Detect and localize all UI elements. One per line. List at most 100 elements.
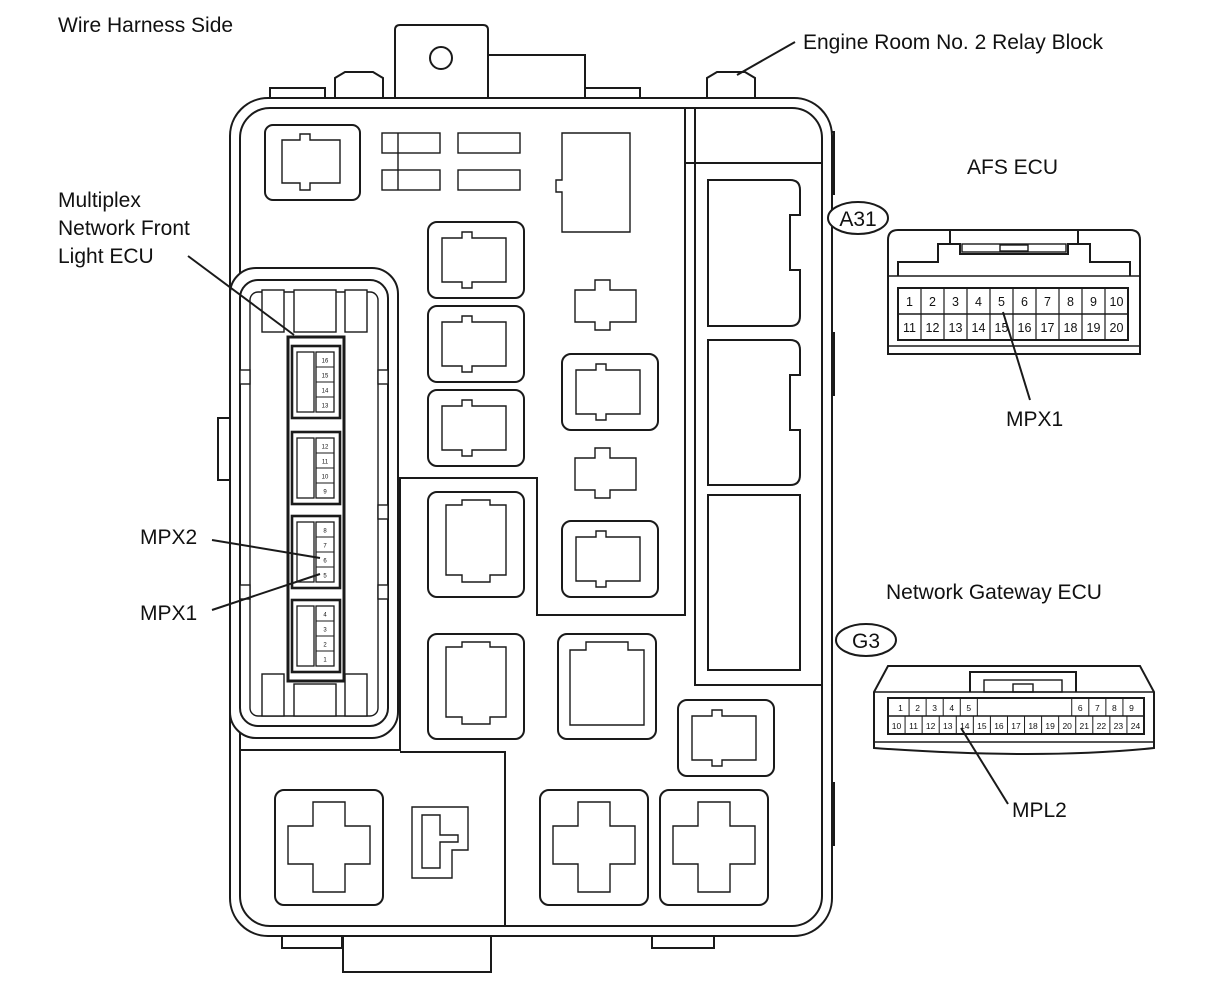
front-light-pin-2: 2: [323, 643, 327, 649]
g3-pin-24: 24: [1131, 721, 1141, 731]
a31-pin-4: 4: [975, 295, 982, 309]
g3-latch: [969, 671, 1077, 692]
relay-slot-big-2: [427, 633, 525, 740]
right-slot-3: [707, 494, 801, 671]
g3-pin-10: 10: [892, 721, 902, 731]
g3-pin-4: 4: [949, 703, 954, 713]
mpx1-left-label: MPX1: [140, 602, 197, 625]
g3-pin-14: 14: [960, 721, 970, 731]
g3-pin-21: 21: [1080, 721, 1090, 731]
housing-inner: [239, 279, 389, 727]
a31-pin-13: 13: [949, 321, 963, 335]
top-tab-2: [487, 54, 586, 98]
relay-block-label: Engine Room No. 2 Relay Block: [803, 31, 1103, 54]
mpx1-right-label: MPX1: [1006, 408, 1063, 431]
a31-pin-6: 6: [1021, 295, 1028, 309]
connector-g3: G3: [835, 623, 1155, 755]
g3-pin-17: 17: [1011, 721, 1021, 731]
front-light-pin-10: 10: [322, 475, 329, 481]
a31-pin-20: 20: [1110, 321, 1124, 335]
front-light-pin-7: 7: [323, 544, 327, 550]
a31-pin-17: 17: [1041, 321, 1055, 335]
front-light-ecu-label-3: Light ECU: [58, 245, 154, 268]
partition-line-c: [694, 108, 822, 686]
g3-pin-7: 7: [1095, 703, 1100, 713]
top-clip-left: [334, 71, 384, 98]
a31-code-badge: [827, 201, 889, 235]
front-light-ecu-label-1: Multiplex: [58, 189, 141, 212]
right-slot-1: [707, 179, 801, 327]
g3-pin-13: 13: [943, 721, 953, 731]
relay-slot-big-1: [427, 491, 525, 598]
relay-slot-c3: [427, 389, 525, 467]
relay-slot-big-3: [557, 633, 657, 740]
front-light-pin-3: 3: [323, 628, 327, 634]
a31-code-label: A31: [839, 208, 876, 231]
relay-socket-r3: [574, 447, 637, 499]
mpl2-leader-line: [960, 727, 1009, 805]
top-mount-tab: [394, 24, 489, 98]
mpx1-right-leader-line: [1002, 311, 1031, 401]
front-light-pin-9: 9: [323, 490, 327, 496]
front-light-pin-5: 5: [323, 574, 327, 580]
front-light-pin-13: 13: [322, 404, 329, 410]
a31-pin-11: 11: [903, 321, 916, 335]
a31-pin-19: 19: [1087, 321, 1101, 335]
mpx1-left-leader-line: [211, 573, 321, 611]
relay-slots: [264, 124, 801, 906]
g3-pin-16: 16: [994, 721, 1004, 731]
g3-pin-12: 12: [926, 721, 936, 731]
front-light-ecu-label-2: Network Front: [58, 217, 190, 240]
fuse-slot-2: [457, 132, 521, 154]
g3-pin-3: 3: [932, 703, 937, 713]
front-light-pin-6: 6: [323, 559, 327, 565]
relay-slot-lr: [677, 699, 775, 777]
fuse-slot-3: [381, 169, 441, 191]
mpx2-left-label: MPX2: [140, 526, 197, 549]
g3-pin-1: 1: [898, 703, 903, 713]
g3-pin-18: 18: [1028, 721, 1038, 731]
a31-pin-9: 9: [1090, 295, 1097, 309]
relay-slot-r2: [561, 353, 659, 431]
a31-pin-14: 14: [972, 321, 986, 335]
relay-socket-tl: [281, 133, 341, 191]
a31-pin-12: 12: [926, 321, 940, 335]
relay-block-leader-line: [736, 41, 796, 76]
fuse-slot-1: [381, 132, 441, 154]
mount-hole-icon: [429, 46, 453, 70]
a31-pin-8: 8: [1067, 295, 1074, 309]
front-light-pin-15: 15: [322, 374, 329, 380]
relay-slot-c2: [427, 305, 525, 383]
front-light-pin-4: 4: [323, 613, 327, 619]
right-slot-2: [707, 339, 801, 486]
g3-pin-19: 19: [1045, 721, 1055, 731]
partition-line-b: [400, 751, 506, 926]
gateway-ecu-label: Network Gateway ECU: [886, 581, 1102, 604]
afs-ecu-label: AFS ECU: [967, 156, 1058, 179]
a31-pin-3: 3: [952, 295, 959, 309]
a31-pin-10: 10: [1110, 295, 1124, 309]
mpx2-leader-line: [211, 539, 321, 559]
mpl2-label: MPL2: [1012, 799, 1067, 822]
g3-pin-22: 22: [1097, 721, 1107, 731]
front-light-pin-11: 11: [322, 460, 329, 466]
a31-pin-15: 15: [995, 321, 1009, 335]
relay-slot-c1: [427, 221, 525, 299]
front-light-pin-1: 1: [323, 658, 327, 664]
relay-slot-tl: [264, 124, 361, 201]
a31-latch: [949, 230, 1079, 255]
front-light-pin-8: 8: [323, 529, 327, 535]
a31-pin-18: 18: [1064, 321, 1078, 335]
g3-pin-11: 11: [909, 721, 918, 731]
relay-socket-r1: [574, 279, 637, 331]
relay-slot-r4: [561, 520, 659, 598]
g3-code-badge: [835, 623, 897, 657]
g3-pin-2: 2: [915, 703, 920, 713]
front-light-terminal-frame: [286, 335, 346, 683]
front-light-ecu-leader-line: [187, 255, 295, 336]
a31-pin-2: 2: [929, 295, 936, 309]
